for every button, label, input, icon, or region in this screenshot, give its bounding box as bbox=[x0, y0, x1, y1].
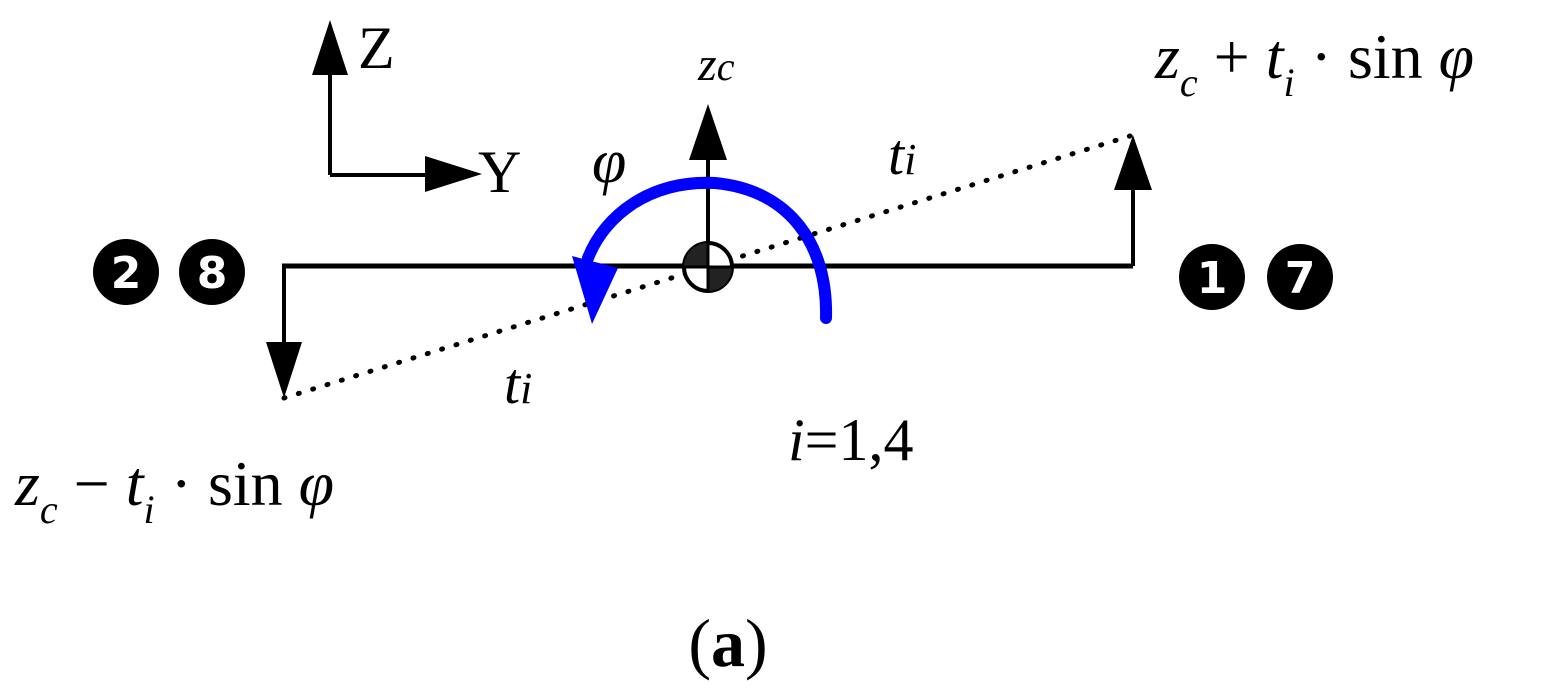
y-axis-arrowhead bbox=[425, 156, 482, 192]
coordinate-axes: Z Y bbox=[312, 15, 521, 205]
index-label: i=1,4 bbox=[788, 407, 914, 473]
rotation-arrow-icon bbox=[572, 176, 833, 324]
left-displacement-arrow bbox=[266, 266, 302, 398]
z-axis-label: Z bbox=[358, 15, 395, 81]
ti-label-upper: ti bbox=[888, 122, 916, 187]
phi-label: φ bbox=[592, 128, 626, 196]
rotated-beam-dotted-line bbox=[281, 133, 1133, 401]
svg-text:2: 2 bbox=[111, 248, 142, 299]
top-displacement-formula: zc + ti · sin φ bbox=[1154, 21, 1474, 105]
right-displacement-arrow bbox=[1114, 135, 1152, 266]
center-pivot-icon bbox=[682, 241, 734, 293]
badge-right-7: 7 bbox=[1267, 244, 1333, 310]
y-axis-label: Y bbox=[478, 139, 521, 205]
bottom-displacement-formula: zc − ti · sin φ bbox=[14, 448, 334, 532]
badge-left-2: 2 bbox=[93, 239, 159, 305]
ti-label-lower: ti bbox=[504, 351, 532, 416]
figure-caption: (a) bbox=[688, 605, 767, 681]
badge-left-8: 8 bbox=[179, 239, 245, 305]
z-axis-arrowhead bbox=[312, 20, 348, 75]
zc-label: zc bbox=[697, 38, 735, 91]
svg-text:8: 8 bbox=[197, 248, 228, 299]
badge-right-1: 1 bbox=[1179, 244, 1245, 310]
svg-text:1: 1 bbox=[1197, 253, 1228, 304]
svg-text:7: 7 bbox=[1285, 253, 1316, 304]
